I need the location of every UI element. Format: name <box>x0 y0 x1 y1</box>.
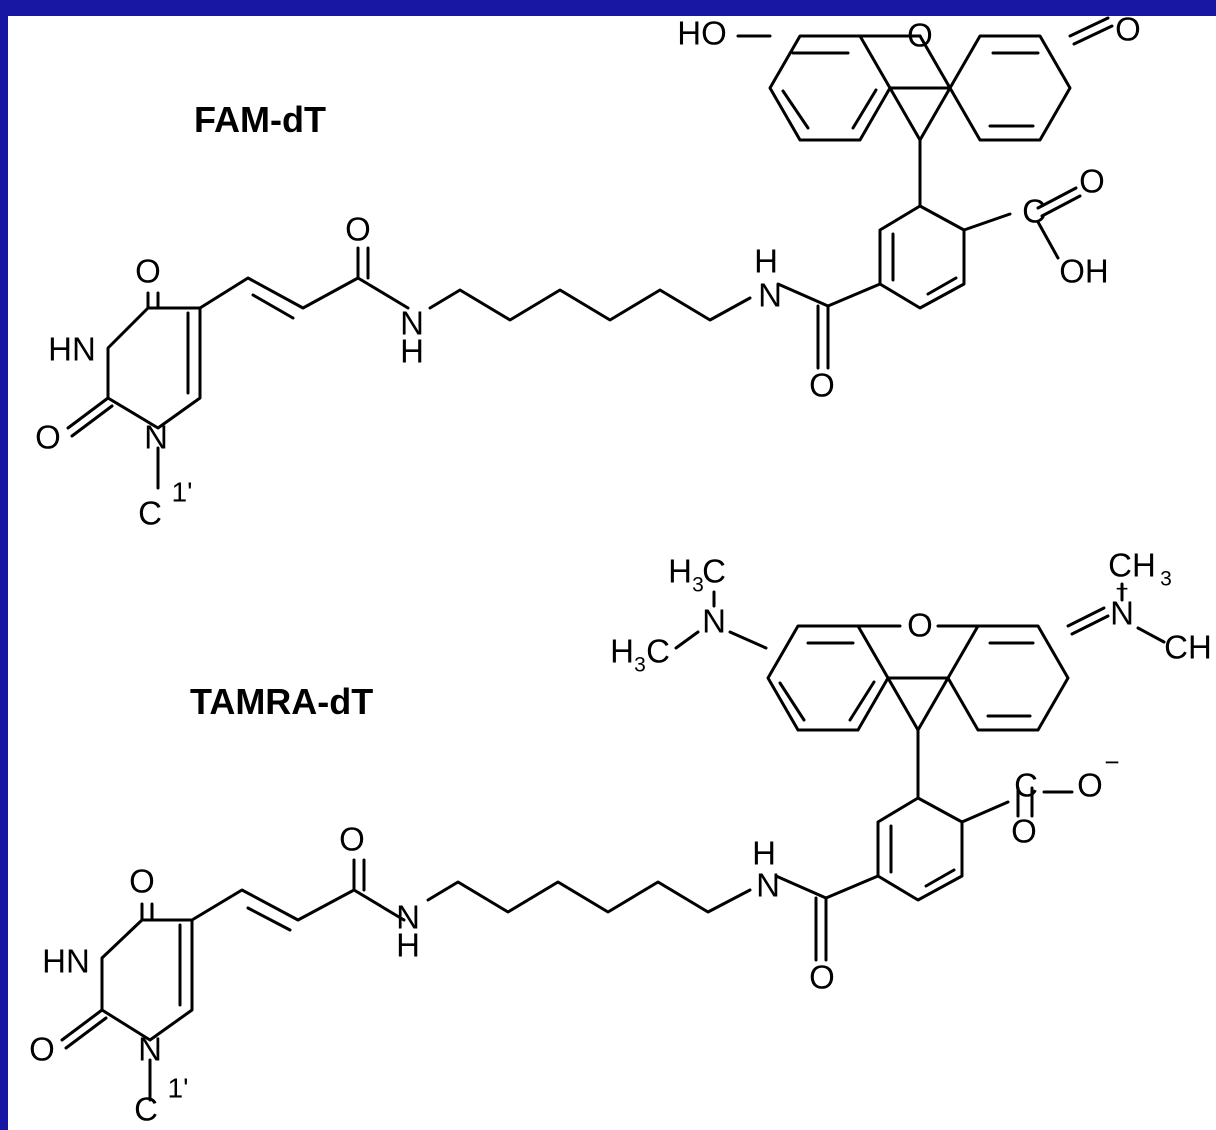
tamra-dt-structure: TAMRA-dT H 3 C H 3 C N O N + CH 3 CH <box>29 547 1212 1128</box>
tamra-carboxylate-o-label: O <box>1077 767 1103 804</box>
fam-bridge-o-label: O <box>907 17 933 54</box>
fam-dt-structure: FAM-dT HO O O C <box>35 11 1141 532</box>
fam-xanthene-core <box>736 16 1114 142</box>
fam-uracil-n1-label: N <box>144 419 168 456</box>
tamra-uracil-o4-label: O <box>129 863 155 900</box>
fam-amide-h-label: H <box>754 243 778 280</box>
tamra-iminium-n-label: N <box>1110 595 1134 632</box>
fam-c1-label: C <box>138 495 162 532</box>
fam-ho-label: HO <box>677 15 727 52</box>
slide-canvas: FAM-dT HO O O C <box>8 8 1216 1130</box>
tamra-uracil-ring <box>60 902 194 1102</box>
chemical-structures: FAM-dT HO O O C <box>29 11 1212 1128</box>
tamra-c1-label: C <box>134 1091 158 1128</box>
fam-hexyl-linker <box>428 288 752 322</box>
tamra-methyl-h-bottom: H <box>610 633 634 670</box>
tamra-sub3-b: 3 <box>634 654 646 677</box>
fam-carbonyl-o-label: O <box>1115 11 1141 48</box>
tamra-amide-o-label: O <box>809 959 835 996</box>
fam-uracil-ring <box>66 291 202 490</box>
tamra-ch3-top: CH <box>1108 547 1156 584</box>
fam-uracil-o4-label: O <box>135 253 161 290</box>
fam-benzoic-ring <box>776 138 1082 370</box>
tamra-acryl-h-label: H <box>396 927 420 964</box>
fam-acid-o-label: O <box>1079 163 1105 200</box>
tamra-amide-h-label: H <box>752 835 776 872</box>
tamra-uracil-o2-label: O <box>29 1031 55 1068</box>
tamra-uracil-hn-label: HN <box>42 943 90 980</box>
fam-acryl-n-label: N <box>400 305 424 342</box>
tamra-ch3-right: CH <box>1164 629 1212 666</box>
tamra-amide-n-label: N <box>756 867 780 904</box>
fam-uracil-o2-label: O <box>35 419 61 456</box>
tamra-xanthene-core <box>766 606 1110 732</box>
tamra-minus-label: − <box>1104 747 1119 777</box>
fam-acryl-chain <box>198 276 410 310</box>
tamra-sub3-a: 3 <box>692 574 704 597</box>
fam-c1-prime-label: 1' <box>172 476 193 507</box>
fam-acryl-o-label: O <box>345 211 371 248</box>
tamra-benzoate-ring <box>774 728 1074 962</box>
fam-acid-c-label: C <box>1022 193 1046 230</box>
fam-dt-title: FAM-dT <box>194 99 326 140</box>
fam-acid-oh-label: OH <box>1059 253 1109 290</box>
tamra-bridge-o-label: O <box>907 607 933 644</box>
tamra-hexyl-linker <box>426 880 752 914</box>
tamra-carboxylate-c-label: C <box>1014 767 1038 804</box>
tamra-acryl-n-label: N <box>396 899 420 936</box>
tamra-amine-n-label: N <box>702 603 726 640</box>
tamra-sub3-c: 3 <box>1160 568 1172 591</box>
tamra-acryl-chain <box>190 888 406 922</box>
tamra-carboxylate-o2-label: O <box>1011 813 1037 850</box>
tamra-methyl-c-bottom: C <box>646 633 670 670</box>
tamra-c1-prime-label: 1' <box>168 1072 189 1103</box>
fam-acryl-h-label: H <box>400 333 424 370</box>
fam-uracil-hn-label: HN <box>48 331 96 368</box>
tamra-uracil-n1-label: N <box>138 1031 162 1068</box>
tamra-acryl-o-label: O <box>339 821 365 858</box>
fam-amide-o-label: O <box>809 367 835 404</box>
fam-amide-n-label: N <box>758 277 782 314</box>
tamra-dt-title: TAMRA-dT <box>190 681 373 722</box>
tamra-methyl-h-top: H <box>668 553 692 590</box>
tamra-methyl-c-top: C <box>702 553 726 590</box>
